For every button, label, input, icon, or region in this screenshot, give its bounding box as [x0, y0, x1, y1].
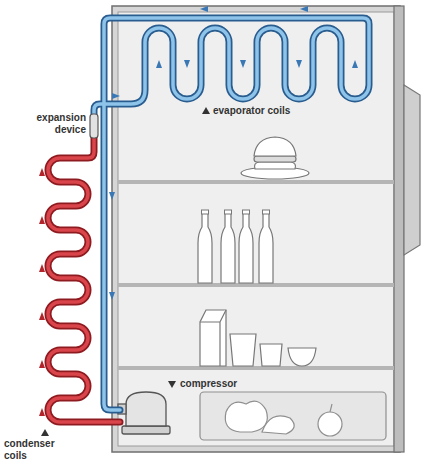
bottles — [239, 210, 253, 283]
crisper-drawer — [225, 401, 267, 432]
flow-arrow-blue — [300, 6, 308, 12]
burger-plate — [255, 162, 296, 169]
flow-arrow-blue — [200, 6, 208, 12]
bottles — [198, 210, 212, 283]
flow-arrow-blue — [296, 60, 302, 68]
flow-arrow-red — [39, 168, 45, 176]
flow-arrow-blue — [240, 60, 246, 68]
expansion-valve — [90, 114, 98, 138]
carton-cups — [288, 348, 316, 366]
flow-arrow-red — [39, 312, 45, 320]
crisper-drawer — [200, 392, 386, 440]
bottles — [259, 210, 273, 283]
condenser-pipe — [48, 138, 120, 422]
flow-arrow-red — [39, 360, 45, 368]
carton-cups — [200, 310, 316, 366]
compressor-unit — [118, 392, 170, 434]
fridge-body — [394, 6, 404, 452]
crisper-drawer — [200, 392, 386, 440]
flow-arrow-red — [39, 264, 45, 272]
bottles — [198, 210, 273, 283]
part-label: expansion device — [24, 112, 86, 136]
fridge-body — [404, 85, 420, 255]
crisper-drawer — [330, 404, 332, 412]
carton-cups — [260, 344, 282, 366]
burger-plate — [254, 156, 296, 162]
part-label: evaporator coils — [213, 105, 333, 117]
crisper-drawer — [262, 416, 294, 434]
pointer-triangle — [168, 381, 176, 388]
condenser-pipe — [48, 138, 120, 422]
bottles — [221, 210, 235, 283]
compressor-unit — [126, 392, 166, 426]
crisper-drawer — [318, 412, 342, 436]
shelf — [118, 182, 394, 368]
flow-arrow-blue — [112, 93, 120, 99]
flow-arrow-red — [39, 216, 45, 224]
flow-arrow-blue — [109, 192, 115, 200]
flow-arrow-blue — [352, 60, 358, 68]
flow-arrow-blue — [184, 60, 190, 68]
flow-arrow-red — [39, 168, 45, 416]
evaporator-pipe — [94, 18, 369, 410]
compressor-unit — [122, 426, 170, 434]
carton-cups — [200, 310, 226, 366]
condenser-pipe — [48, 138, 120, 422]
burger-plate — [241, 137, 309, 179]
flow-arrow-red — [39, 408, 45, 416]
flow-arrow-blue — [156, 60, 162, 68]
shelf — [118, 366, 394, 370]
pointer-triangle — [202, 107, 210, 114]
evaporator-pipe — [94, 18, 369, 410]
flow-arrow-blue — [109, 6, 358, 300]
flow-arrow-blue — [109, 292, 115, 300]
shelf — [118, 180, 394, 184]
evaporator-pipe — [94, 18, 369, 410]
part-label: condenser coils — [4, 438, 68, 462]
burger-plate — [254, 137, 296, 156]
carton-cups — [230, 334, 256, 366]
pointer-triangle — [41, 429, 49, 436]
carton-cups — [200, 310, 226, 366]
fridge-body — [112, 6, 420, 452]
part-label: compressor — [180, 378, 270, 390]
shelf — [118, 283, 394, 287]
